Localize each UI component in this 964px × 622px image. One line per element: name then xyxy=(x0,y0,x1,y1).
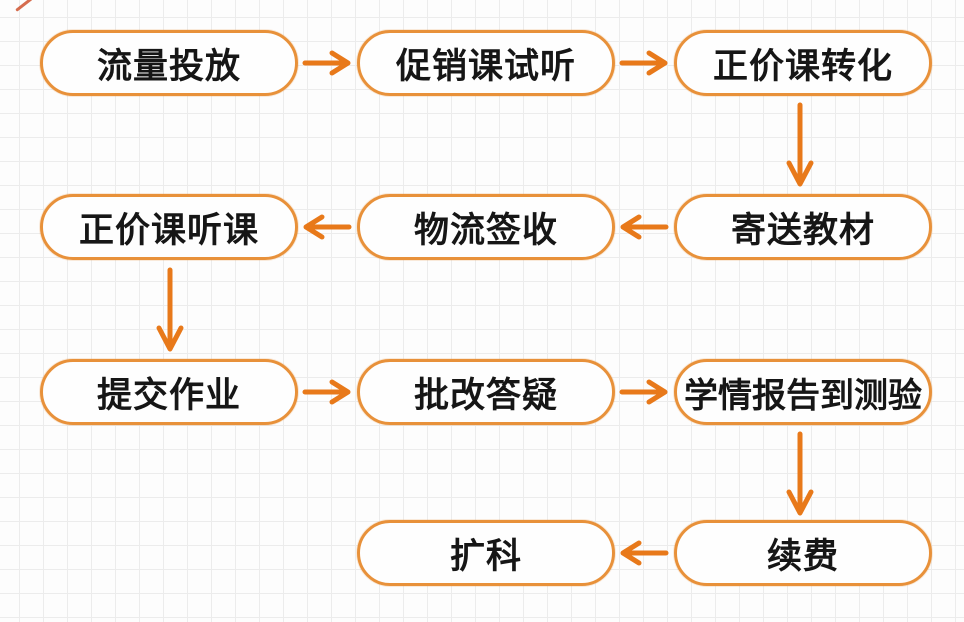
node-attend: 正价课听课 xyxy=(40,194,298,260)
arrow-left-icon xyxy=(301,213,353,241)
arrow-down-icon xyxy=(785,430,815,518)
arrow-down-icon xyxy=(785,101,815,189)
node-convert-label: 正价课转化 xyxy=(712,46,893,86)
node-expand: 扩科 xyxy=(357,520,615,586)
arrow-right-icon xyxy=(618,378,670,406)
node-homework-label: 提交作业 xyxy=(96,375,241,415)
node-homework: 提交作业 xyxy=(40,359,298,425)
arrow-right-icon xyxy=(301,378,353,406)
arrow-down-icon xyxy=(155,266,185,354)
node-grading: 批改答疑 xyxy=(357,359,615,425)
node-logistics: 物流签收 xyxy=(357,194,615,260)
node-traffic: 流量投放 xyxy=(40,30,298,96)
node-materials: 寄送教材 xyxy=(674,194,932,260)
arrow-right-icon xyxy=(618,49,670,77)
node-traffic-label: 流量投放 xyxy=(96,46,241,86)
node-grading-label: 批改答疑 xyxy=(413,375,558,415)
node-attend-label: 正价课听课 xyxy=(78,210,259,250)
node-trial-label: 促销课试听 xyxy=(395,46,576,86)
arrow-right-icon xyxy=(301,49,353,77)
node-renew: 续费 xyxy=(674,520,932,586)
arrow-left-icon xyxy=(618,213,670,241)
node-convert: 正价课转化 xyxy=(674,30,932,96)
corner-stroke-mark xyxy=(15,0,33,12)
node-trial: 促销课试听 xyxy=(357,30,615,96)
node-expand-label: 扩科 xyxy=(449,536,522,576)
node-renew-label: 续费 xyxy=(766,536,839,576)
arrow-left-icon xyxy=(618,539,670,567)
node-report-label: 学情报告到测验 xyxy=(684,376,922,415)
node-logistics-label: 物流签收 xyxy=(413,210,558,250)
node-materials-label: 寄送教材 xyxy=(730,210,875,250)
node-report: 学情报告到测验 xyxy=(674,359,932,425)
